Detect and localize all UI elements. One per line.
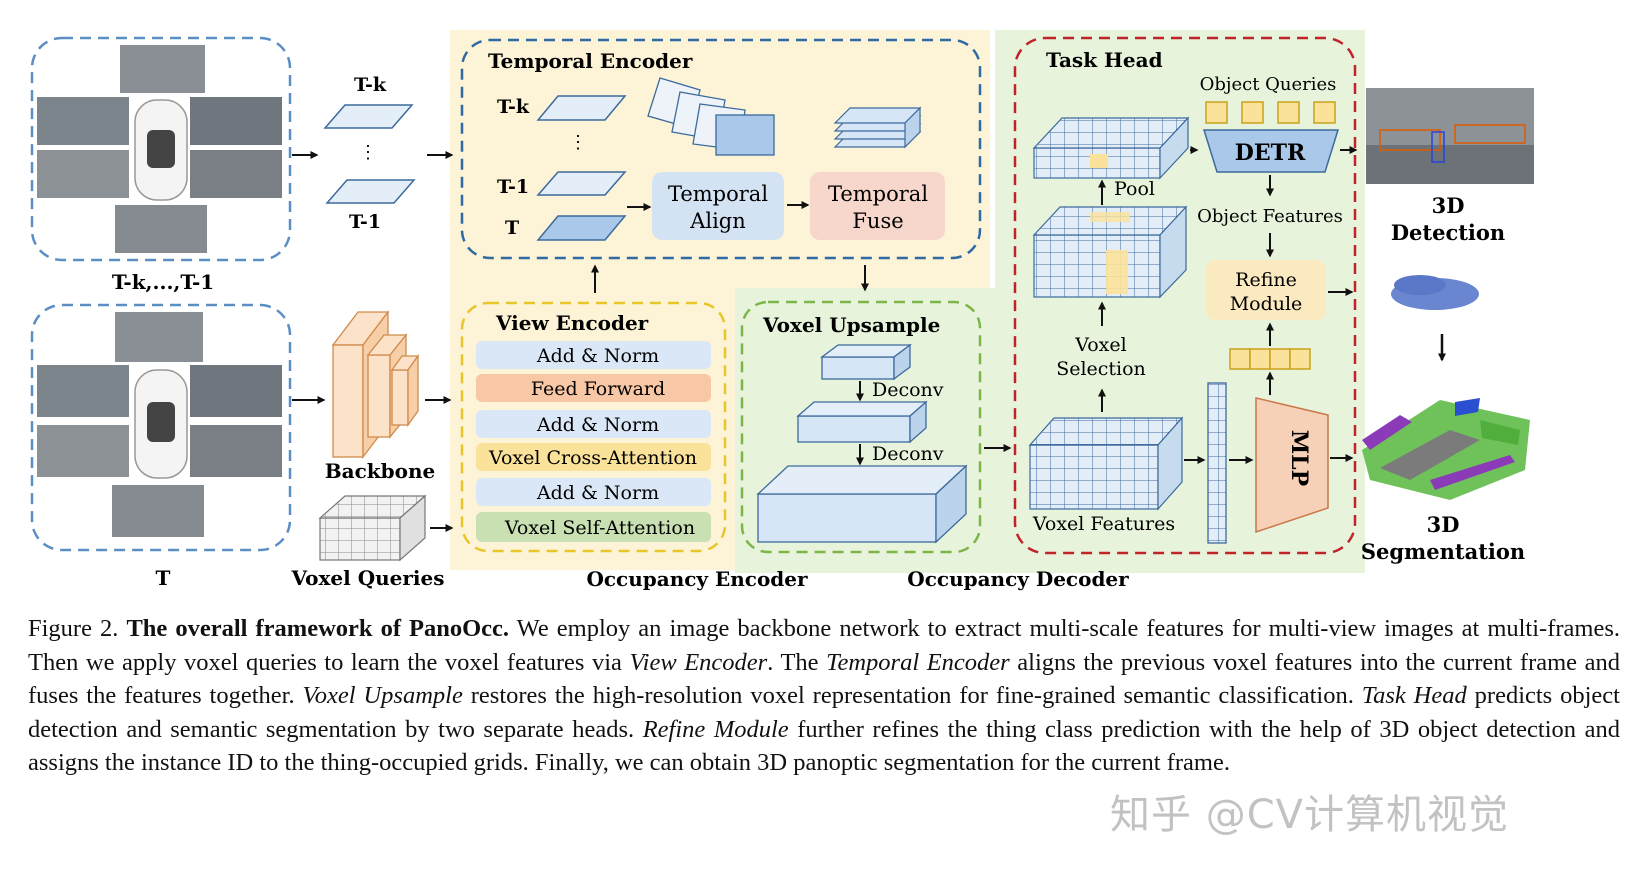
view-encoder: View Encoder Add & Norm Feed Forward Add…	[460, 301, 727, 553]
refine-tokens	[1229, 348, 1311, 370]
te-frame-mid-label: T-1	[497, 176, 529, 198]
layer-label: Voxel Self-Attention	[504, 517, 695, 539]
feature-column	[1207, 382, 1227, 544]
caption-italic: Task Head	[1361, 682, 1467, 709]
occupancy-decoder-label: Occupancy Decoder	[907, 567, 1129, 591]
voxel-features-label: Voxel Features	[1032, 513, 1175, 535]
deconv-label-2: Deconv	[872, 443, 944, 465]
figure-caption: Figure 2. The overall framework of PanoO…	[28, 612, 1620, 780]
object-queries-label: Object Queries	[1200, 74, 1337, 95]
object-features-label: Object Features	[1197, 206, 1343, 227]
backbone: Backbone	[325, 310, 436, 483]
occupancy-encoder-label: Occupancy Encoder	[586, 567, 808, 591]
layer-voxel-cross-attention	[476, 443, 711, 471]
caption-italic: Temporal Encoder	[826, 648, 1010, 676]
pooled-voxel-grid	[1032, 116, 1190, 180]
task-head: Task Head Pool Voxel Selection V	[1013, 36, 1358, 555]
layer-label: Add & Norm	[536, 482, 659, 504]
fused-feature-stack	[833, 106, 922, 149]
caption-prefix: Figure 2.	[28, 615, 127, 642]
frame-stack: T-k ⋮ T-1	[323, 74, 416, 233]
caption-italic: View Encoder	[629, 648, 768, 676]
voxel-upsample-title: Voxel Upsample	[762, 313, 940, 337]
temporal-encoder: Temporal Encoder T-k ⋮ T-1 T Temporal Al…	[460, 38, 982, 260]
detection-output: 3D Detection	[1366, 88, 1534, 245]
view-encoder-title: View Encoder	[495, 311, 649, 335]
voxel-queries-cube: Voxel Queries	[290, 494, 445, 590]
object-query-tokens	[1205, 101, 1336, 124]
car-point-cloud-icon	[1391, 275, 1479, 310]
detr-block	[1202, 129, 1340, 173]
caption-text: . The	[767, 648, 827, 676]
framework-diagram: T-k,...,T-1 T T-k ⋮ T-1	[30, 30, 1534, 591]
camera-photo-icon	[37, 45, 282, 253]
layer-label: Add & Norm	[536, 345, 659, 367]
deconv-label-1: Deconv	[872, 379, 944, 401]
frame-stack-top-label: T-k	[354, 74, 387, 96]
layer-label: Add & Norm	[536, 414, 659, 436]
mlp-label: MLP	[1286, 430, 1312, 486]
te-frame-dots: ⋮	[569, 132, 587, 153]
frame-stack-bottom-label: T-1	[349, 211, 381, 233]
caption-text: predicts object detection and semantic s…	[28, 682, 1620, 743]
refine-module-box	[1206, 260, 1326, 320]
layer-feed-forward	[476, 374, 711, 402]
temporal-align-line2: Align	[689, 209, 746, 233]
caption-text: further refines the thing class predicti…	[28, 715, 1620, 777]
voxel-selection-line2: Selection	[1056, 358, 1146, 380]
caption-title: The overall framework of PanoOcc.	[126, 615, 510, 642]
temporal-fuse-line2: Fuse	[852, 209, 903, 233]
voxel-features-cube	[1028, 416, 1184, 511]
task-head-title: Task Head	[1046, 48, 1163, 72]
pool-label: Pool	[1114, 178, 1155, 200]
segmentation-label-line2: Segmentation	[1361, 539, 1525, 564]
current-frame-group: T	[30, 303, 292, 590]
layer-voxel-self-attention	[476, 512, 711, 542]
te-frame-bottom-label: T	[505, 217, 519, 239]
backbone-label: Backbone	[325, 459, 436, 483]
voxel-upsample: Voxel Upsample Deconv Deconv	[740, 300, 982, 554]
caption-italic: Voxel Upsample	[302, 682, 463, 709]
temporal-fuse-box	[810, 172, 945, 240]
watermark: 知乎 @CV计算机视觉	[1110, 792, 1510, 838]
camera-photo-icon	[37, 312, 282, 537]
voxel-selection-line1: Voxel	[1074, 334, 1126, 356]
detr-label: DETR	[1235, 140, 1306, 166]
refine-line1: Refine	[1235, 269, 1297, 291]
temporal-fuse-line1: Temporal	[828, 182, 928, 206]
layer-label: Voxel Cross-Attention	[488, 447, 697, 469]
temporal-align-line1: Temporal	[668, 182, 768, 206]
segmentation-output: 3D Segmentation	[1361, 398, 1530, 564]
caption-text: restores the high-resolution voxel repre…	[462, 682, 1362, 709]
layer-add-norm-3	[476, 478, 711, 506]
past-frames-label: T-k,...,T-1	[112, 270, 214, 294]
te-frame-top-label: T-k	[497, 96, 530, 118]
detection-label-line1: 3D	[1432, 193, 1465, 218]
mlp-block	[1255, 397, 1329, 534]
segmentation-label-line1: 3D	[1427, 512, 1460, 537]
caption-italic: Refine Module	[642, 715, 789, 743]
frame-stack-dots: ⋮	[359, 142, 377, 163]
layer-add-norm-1	[476, 341, 711, 369]
caption-text: We employ an image backbone network to e…	[28, 615, 1620, 676]
selected-voxel-cube	[1032, 205, 1188, 299]
caption-text: aligns the previous voxel features into …	[28, 648, 1620, 710]
temporal-encoder-title: Temporal Encoder	[488, 49, 693, 73]
past-frames-group: T-k,...,T-1	[30, 36, 292, 294]
segmentation-scene-icon	[1362, 398, 1530, 500]
detection-label-line2: Detection	[1391, 220, 1505, 245]
layer-label: Feed Forward	[531, 378, 665, 400]
voxel-queries-label: Voxel Queries	[290, 566, 444, 590]
current-frame-label: T	[156, 566, 171, 590]
refine-line2: Module	[1230, 293, 1303, 315]
layer-add-norm-2	[476, 410, 711, 438]
temporal-align-box	[652, 172, 784, 240]
